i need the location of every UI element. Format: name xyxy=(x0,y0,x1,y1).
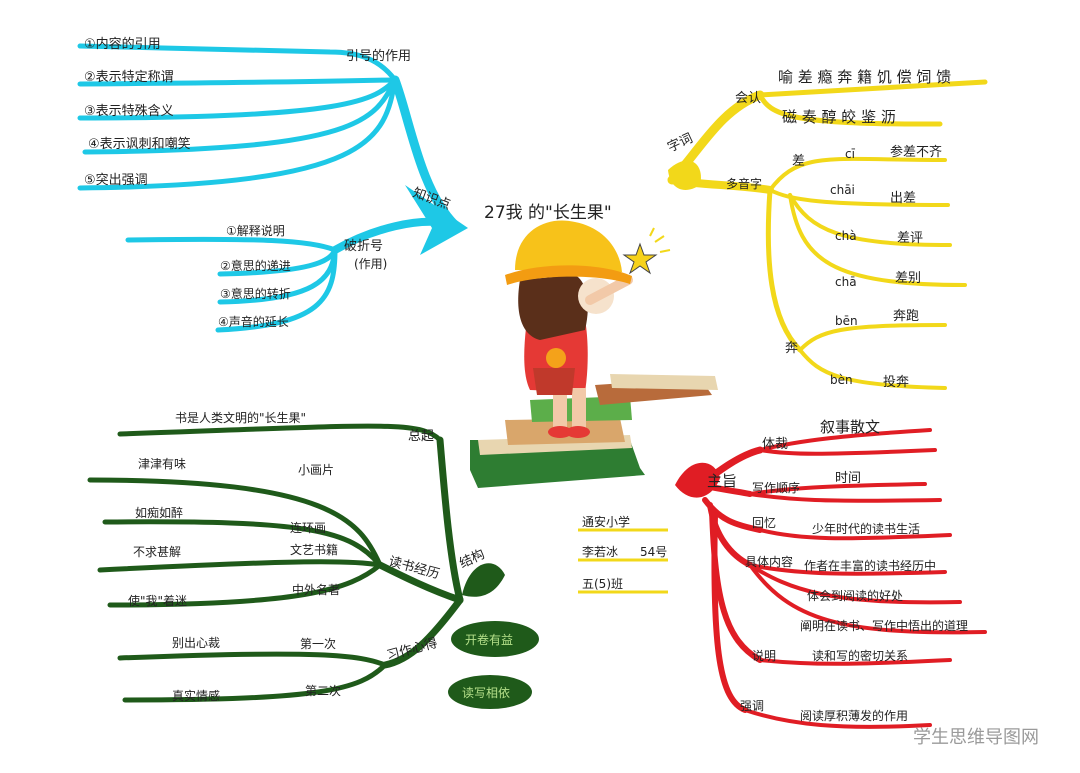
summary-text: 书是人类文明的"长生果" xyxy=(175,410,306,425)
theme-item-text: 阐明在读书、写作中悟出的道理 xyxy=(800,618,968,633)
dash-item: ③意思的转折 xyxy=(220,286,291,301)
pinyin: bèn xyxy=(830,373,853,387)
recognize-row-2: 磁 奏 醇 皎 鉴 沥 xyxy=(782,108,896,126)
theme-item-label: 具体内容 xyxy=(745,554,793,569)
reading-left: 使"我"着迷 xyxy=(128,593,187,608)
theme-item-text: 叙事散文 xyxy=(820,418,880,436)
structure-leaf-icon xyxy=(462,563,505,597)
writing-left: 别出心裁 xyxy=(172,636,220,650)
theme-item-text: 时间 xyxy=(835,471,861,486)
dash-label-2: (作用) xyxy=(354,257,387,271)
dash-item: ④声音的延长 xyxy=(218,314,289,329)
theme-item-text: 阅读厚积薄发的作用 xyxy=(800,708,908,723)
recognize-label: 会认 xyxy=(735,91,761,106)
theme-item-text: 体会到阅读的好处 xyxy=(807,588,903,603)
dash-item: ②意思的递进 xyxy=(220,258,291,273)
theme-item-label: 说明 xyxy=(752,648,776,663)
writing-sub: 第一次 xyxy=(300,637,336,651)
student-name: 李若冰 xyxy=(582,544,618,559)
theme-item-label: 体裁 xyxy=(762,436,788,452)
poly-char-ben: 奔 xyxy=(785,341,798,356)
poly-label: 多音字 xyxy=(726,176,762,191)
pinyin: chà xyxy=(835,229,857,243)
reading-left: 不求甚解 xyxy=(133,545,181,559)
sparkle-icon xyxy=(649,227,671,253)
dash-item: ①解释说明 xyxy=(226,223,285,238)
echo-label: 读写相依 xyxy=(462,685,510,700)
pinyin: bēn xyxy=(835,314,858,328)
quote-item: ①内容的引用 xyxy=(84,36,161,52)
theme-item-label: 回忆 xyxy=(752,516,776,530)
summary-label: 总起 xyxy=(408,429,434,444)
poly-word: 差别 xyxy=(895,271,921,286)
theme-leaf-icon xyxy=(675,462,720,498)
quote-item: ②表示特定称谓 xyxy=(84,70,174,85)
quote-item: ⑤突出强调 xyxy=(84,172,148,188)
knowledge-arrow-icon xyxy=(405,185,468,255)
poly-word: 投奔 xyxy=(883,374,909,390)
pinyin: cī xyxy=(845,147,856,161)
pinyin: chāi xyxy=(830,183,855,197)
words-branch xyxy=(667,79,988,390)
reading-sub: 小画片 xyxy=(298,463,334,477)
echo-badge xyxy=(448,675,532,709)
writing-left: 真实情感 xyxy=(172,688,220,703)
student-number: 54号 xyxy=(640,545,667,559)
quote-item: ③表示特殊含义 xyxy=(84,103,174,119)
structure-branch xyxy=(87,423,464,703)
school-info xyxy=(578,528,668,594)
reading-sub: 中外名著 xyxy=(292,582,340,597)
theme-item-label: 强调 xyxy=(740,699,764,713)
poly-word: 参差不齐 xyxy=(890,144,942,160)
words-leaf-icon xyxy=(668,160,701,190)
reading-sub: 文艺书籍 xyxy=(290,542,338,557)
class-name: 五(5)班 xyxy=(582,577,623,591)
page-title: 27我 的"长生果" xyxy=(484,203,612,223)
star-icon xyxy=(622,242,658,275)
reading-left: 津津有味 xyxy=(138,457,186,471)
theme-item-text: 作者在丰富的读书经历中 xyxy=(804,558,936,573)
dash-label: 破折号 xyxy=(344,239,383,254)
poly-word: 差评 xyxy=(897,231,923,246)
reading-left: 如痴如醉 xyxy=(135,505,183,520)
recognize-row-1: 喻 差 瘾 奔 籍 饥 偿 饲 馈 xyxy=(778,68,951,86)
school-name: 通安小学 xyxy=(582,514,630,529)
writing-label: 习作心得 xyxy=(385,635,439,664)
poly-char-cha: 差 xyxy=(792,154,805,169)
center-illustration xyxy=(470,220,718,488)
poly-word: 奔跑 xyxy=(893,309,919,324)
theme-item-text: 少年时代的读书生活 xyxy=(812,521,920,536)
theme-item-text: 读和写的密切关系 xyxy=(812,648,908,663)
open-book-label: 开卷有益 xyxy=(465,632,513,647)
watermark: 学生思维导图网 xyxy=(913,727,1039,748)
reading-sub: 连环画 xyxy=(290,520,326,535)
pinyin: chā xyxy=(835,275,857,289)
theme-item-label: 写作顺序 xyxy=(752,480,800,495)
theme-label: 主旨 xyxy=(707,472,737,490)
poly-word: 出差 xyxy=(890,191,916,206)
quote-label: 引号的作用 xyxy=(346,48,411,64)
writing-sub: 第二次 xyxy=(305,684,341,698)
open-book-badge xyxy=(451,621,539,657)
quote-item: ④表示讽刺和嘲笑 xyxy=(88,136,191,152)
